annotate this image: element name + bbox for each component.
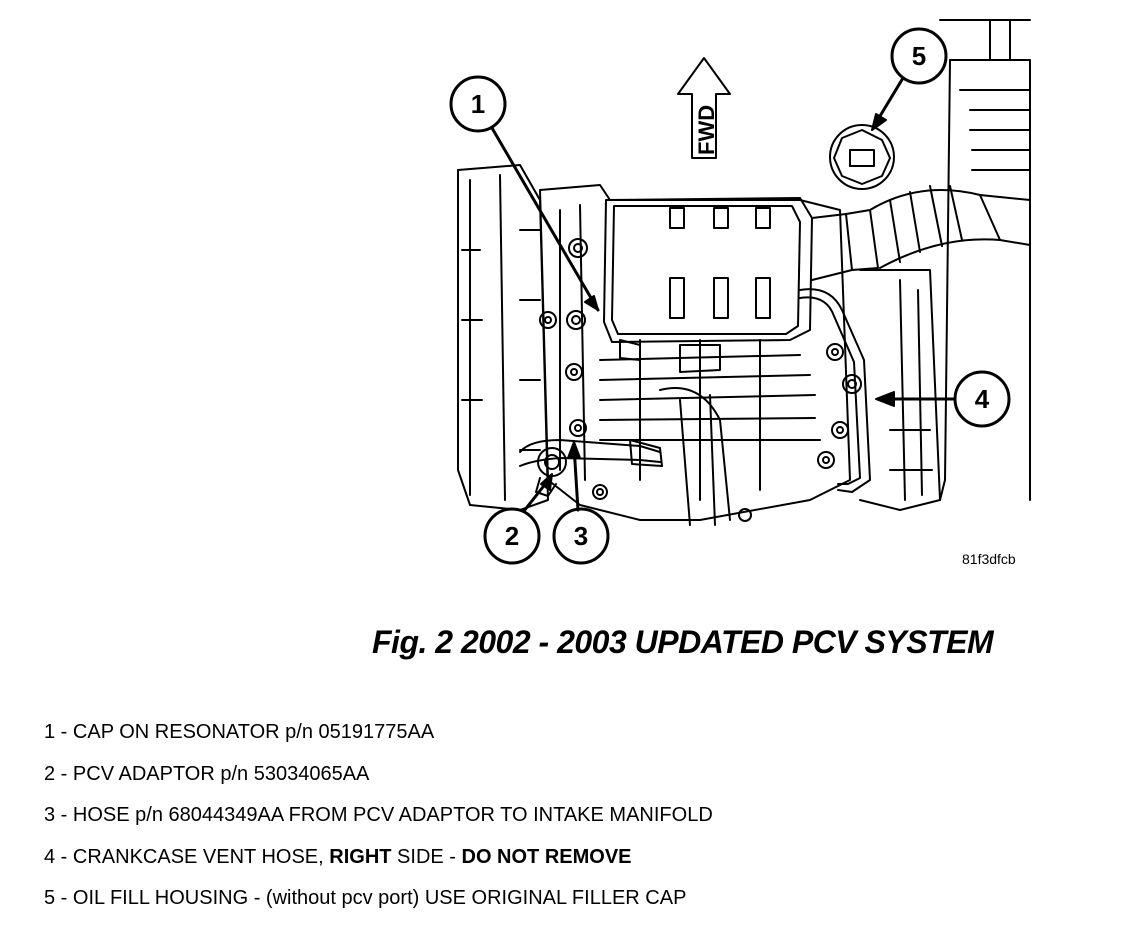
callout-2: 2: [483, 473, 553, 565]
callout-3: 3: [552, 441, 610, 565]
right-cylinder-head: [859, 19, 1031, 511]
figure-caption: Fig. 2 2002 - 2003 UPDATED PCV SYSTEM: [372, 624, 994, 660]
pcv-adaptor-and-hose: [519, 439, 663, 497]
callout-4: 4: [875, 370, 1011, 428]
fwd-label: FWD: [694, 105, 719, 155]
intake-manifold: [539, 184, 862, 526]
left-cylinder-head: [457, 164, 549, 511]
crankcase-vent-hose: [799, 288, 871, 493]
legend-item: 4 - CRANKCASE VENT HOSE, RIGHT SIDE - DO…: [44, 845, 632, 868]
legend-item: 3 - HOSE p/n 68044349AA FROM PCV ADAPTOR…: [44, 804, 713, 826]
figure-code: 81f3dfcb: [962, 551, 1016, 567]
resonator: [603, 197, 879, 343]
callout-5-number: 5: [912, 41, 926, 71]
callout-1: 1: [449, 75, 600, 312]
legend-item: 1 - CAP ON RESONATOR p/n 05191775AA: [44, 721, 435, 743]
air-intake-duct: [869, 185, 1031, 269]
callout-2-number: 2: [505, 521, 519, 551]
callout-4-number: 4: [975, 384, 990, 414]
legend-item: 2 - PCV ADAPTOR p/n 53034065AA: [44, 762, 370, 785]
callout-1-number: 1: [471, 89, 485, 119]
legend-item: 5 - OIL FILL HOUSING - (without pcv port…: [44, 887, 687, 909]
engine-diagram: FWD 1 2 3 4 5 81f3dfcb: [449, 19, 1031, 567]
callout-5: 5: [871, 27, 948, 131]
forward-direction-arrow: FWD: [677, 57, 731, 159]
oil-fill-housing: [829, 124, 895, 190]
callout-3-number: 3: [574, 521, 588, 551]
parts-legend: 1 - CAP ON RESONATOR p/n 05191775AA 2 - …: [44, 718, 713, 926]
